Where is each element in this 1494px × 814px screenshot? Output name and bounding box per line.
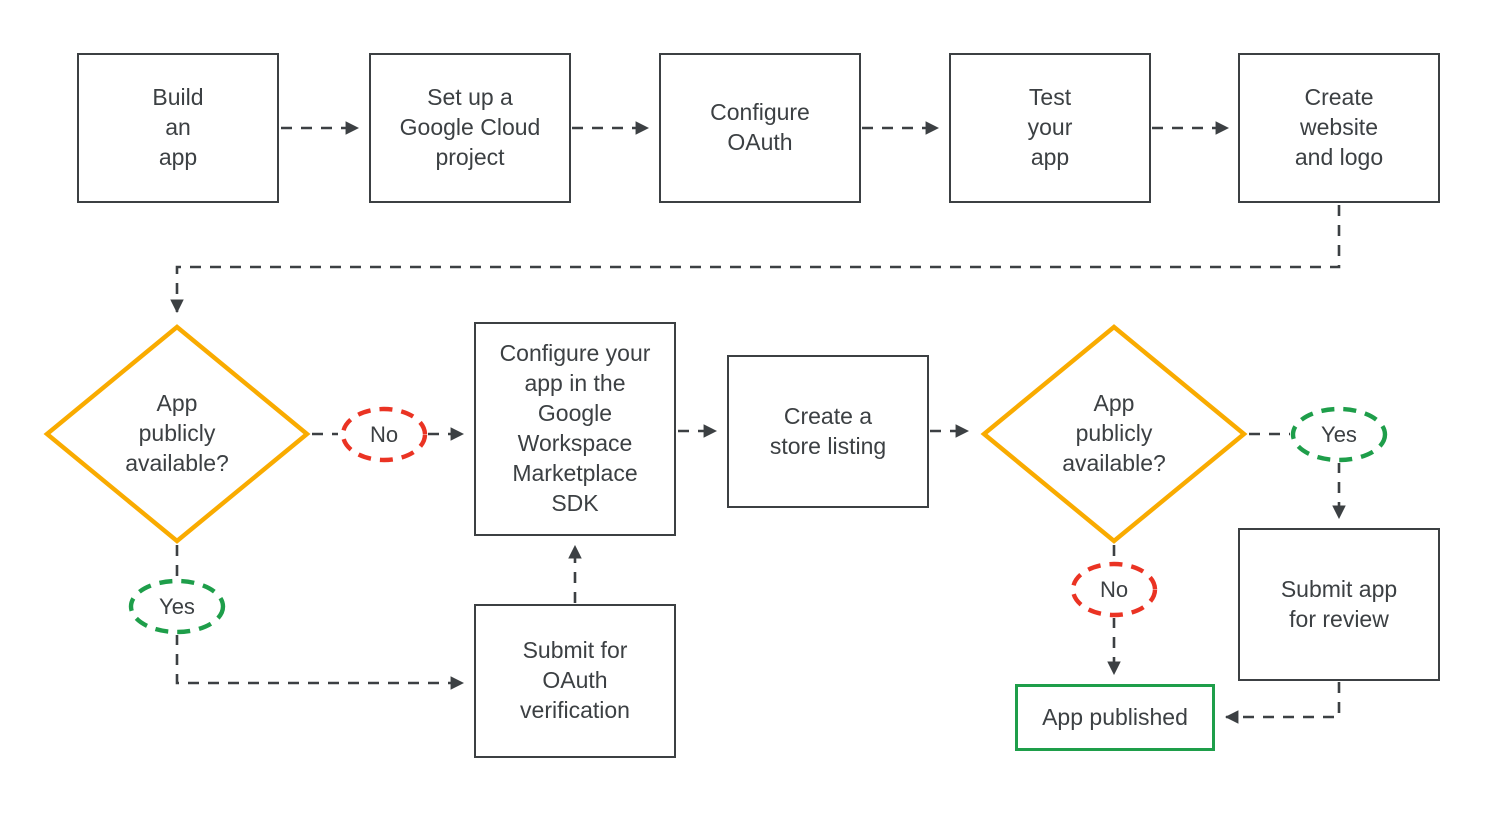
no-ellipse-2 [1070,561,1158,618]
node-app-published[interactable]: App published [1015,684,1215,751]
yes-ellipse-2 [1290,406,1388,463]
edge-label-no-1: No [340,406,428,463]
edge-yes-label-to-submit-oauth [175,634,465,690]
decision-diamond-shape-1 [43,324,311,544]
node-test-app-label: Test your app [1027,84,1073,170]
edge-submit-review-to-app-published [1224,682,1341,724]
node-build-app[interactable]: Build an app [77,53,279,203]
node-configure-oauth[interactable]: Configure OAuth [659,53,861,203]
node-submit-review-label: Submit app for review [1280,575,1398,632]
node-build-app-label: Build an app [152,84,204,170]
node-gcp-project-label: Set up a Google Cloud project [399,84,541,170]
node-gcp-project[interactable]: Set up a Google Cloud project [369,53,571,203]
node-decision-public-2[interactable]: App publicly available? [980,324,1248,544]
node-test-app[interactable]: Test your app [949,53,1151,203]
node-decision-public-1-label: App publicly available? [125,390,229,476]
node-store-listing-label: Create a store listing [769,402,887,459]
no-ellipse-1 [340,406,428,463]
node-website-logo-label: Create website and logo [1294,84,1384,170]
node-submit-oauth-label: Submit for OAuth verification [520,637,630,723]
yes-ellipse-1 [128,578,226,635]
edge-label-no-2-text: No [1099,576,1129,602]
edge-label-yes-2-text: Yes [1321,421,1357,447]
edge-label-no-2: No [1070,561,1158,618]
decision-diamond-shape-2 [980,324,1248,544]
node-configure-sdk[interactable]: Configure your app in the Google Workspa… [474,322,676,536]
node-website-logo[interactable]: Create website and logo [1238,53,1440,203]
node-store-listing[interactable]: Create a store listing [727,355,929,508]
node-configure-oauth-label: Configure OAuth [710,99,810,155]
edge-label-yes-1-text: Yes [159,593,195,619]
edge-label-no-1-text: No [369,421,399,447]
node-submit-review[interactable]: Submit app for review [1238,528,1440,681]
node-submit-oauth[interactable]: Submit for OAuth verification [474,604,676,758]
edge-website-to-decision1 [170,205,1341,314]
edge-label-yes-1: Yes [128,578,226,635]
edge-label-yes-2: Yes [1290,406,1388,463]
node-decision-public-1[interactable]: App publicly available? [43,324,311,544]
node-app-published-label: App published [1042,703,1188,730]
node-configure-sdk-label: Configure your app in the Google Workspa… [499,340,651,516]
node-decision-public-2-label: App publicly available? [1062,390,1166,476]
